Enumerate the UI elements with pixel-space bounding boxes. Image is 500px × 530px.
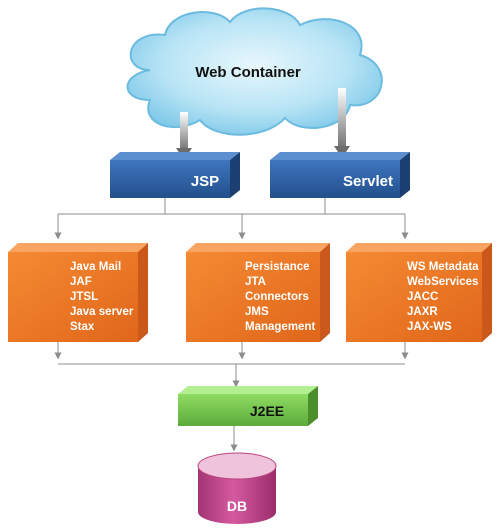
list-item: WS Metadata: [407, 261, 479, 273]
list-item: JTA: [245, 276, 266, 288]
list-item: JAX-WS: [407, 321, 452, 333]
left-component-list: Java Mail JAF JTSL Java server Stax: [70, 261, 137, 333]
lower-connectors: [54, 342, 409, 388]
jsp-box: JSP: [110, 152, 240, 198]
list-item: Management: [245, 321, 315, 333]
list-item: JTSL: [70, 291, 98, 303]
j2ee-box: J2EE: [178, 386, 318, 426]
right-component-box: WS Metadata WebServices JACC JAXR JAX-WS: [346, 243, 492, 342]
list-item: Java server: [70, 306, 134, 318]
web-container-label: Web Container: [195, 64, 301, 81]
list-item: JAF: [70, 276, 92, 288]
db-label: DB: [227, 498, 247, 514]
list-item: JACC: [407, 291, 438, 303]
center-component-list: Persistance JTA Connectors JMS Managemen…: [245, 261, 315, 333]
servlet-label: Servlet: [343, 173, 393, 190]
right-component-list: WS Metadata WebServices JACC JAXR JAX-WS: [407, 261, 482, 333]
list-item: Java Mail: [70, 261, 121, 273]
center-component-box: Persistance JTA Connectors JMS Managemen…: [186, 243, 330, 342]
upper-connectors: [54, 198, 409, 240]
list-item: Connectors: [245, 291, 309, 303]
servlet-box: Servlet: [270, 152, 410, 198]
web-container-cloud: Web Container: [126, 7, 383, 136]
list-item: Persistance: [245, 261, 310, 273]
j2ee-label: J2EE: [250, 403, 284, 419]
list-item: WebServices: [407, 276, 478, 288]
left-component-box: Java Mail JAF JTSL Java server Stax: [8, 243, 148, 342]
list-item: JAXR: [407, 306, 438, 318]
database-cylinder: DB: [197, 452, 277, 524]
list-item: JMS: [245, 306, 269, 318]
list-item: Stax: [70, 321, 95, 333]
jsp-label: JSP: [191, 173, 219, 190]
